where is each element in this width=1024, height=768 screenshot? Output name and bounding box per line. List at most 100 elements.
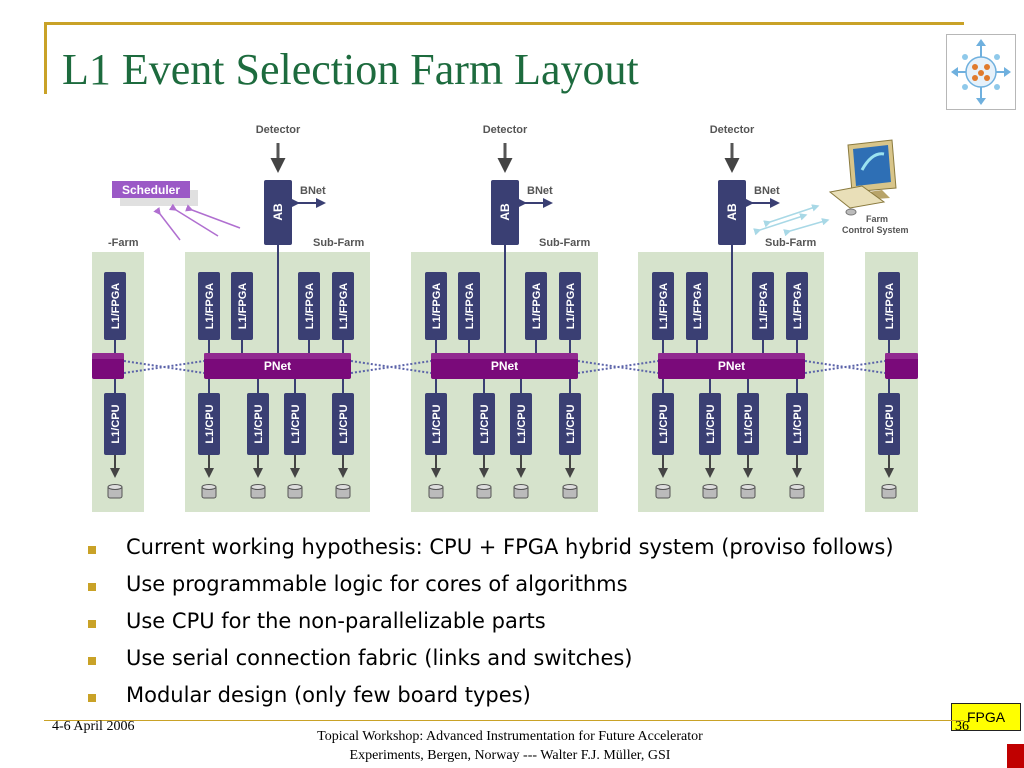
farm-control-label: Control System xyxy=(842,225,909,235)
subfarm-label: Sub-Farm xyxy=(765,237,817,249)
monitor-screen xyxy=(853,145,891,186)
storage-disk-top xyxy=(562,484,578,490)
storage-disk-top xyxy=(476,484,492,490)
cpu-label: L1/CPU xyxy=(431,404,443,443)
ab-node xyxy=(491,180,519,245)
fpga-label: L1/FPGA xyxy=(565,283,577,330)
cpu-node xyxy=(284,393,306,455)
mouse xyxy=(845,208,857,216)
pnet-highlight xyxy=(431,353,578,359)
cpu-label: L1/CPU xyxy=(516,404,528,443)
cpu-label: L1/CPU xyxy=(658,404,670,443)
cpu-node xyxy=(699,393,721,455)
detector-label: Detector xyxy=(483,124,528,136)
bnet-label: BNet xyxy=(754,185,780,197)
fpga-label: L1/FPGA xyxy=(792,283,804,330)
detector-label: Detector xyxy=(710,124,755,136)
cpu-node xyxy=(878,393,900,455)
scheduler-label: Scheduler xyxy=(122,183,180,197)
cpu-node xyxy=(652,393,674,455)
storage-disk-top xyxy=(335,484,351,490)
ab-node xyxy=(718,180,746,245)
fpga-label: L1/FPGA xyxy=(884,283,896,330)
fpga-node xyxy=(752,272,774,340)
fpga-label: L1/FPGA xyxy=(758,283,770,330)
bullet-square-icon xyxy=(88,620,96,628)
pnet-highlight xyxy=(92,353,124,359)
cpu-label: L1/CPU xyxy=(253,404,265,443)
bullet-square-icon xyxy=(88,694,96,702)
cpu-node xyxy=(559,393,581,455)
fpga-label: L1/FPGA xyxy=(658,283,670,330)
bullet-item: Modular design (only few board types) xyxy=(88,683,1008,720)
fpga-node xyxy=(686,272,708,340)
fpga-node xyxy=(104,272,126,340)
fpga-node xyxy=(652,272,674,340)
page-number: 36 xyxy=(955,719,969,734)
bullet-item: Use programmable logic for cores of algo… xyxy=(88,572,1008,609)
storage-disk-top xyxy=(428,484,444,490)
bullet-square-icon xyxy=(88,657,96,665)
fpga-label: L1/FPGA xyxy=(531,283,543,330)
storage-disk-top xyxy=(107,484,123,490)
pnet-highlight xyxy=(885,353,918,359)
storage-disk-top xyxy=(789,484,805,490)
pnet-interlink xyxy=(350,360,432,374)
storage-disk-top xyxy=(201,484,217,490)
bnet-label: BNet xyxy=(527,185,553,197)
pnet-switch xyxy=(885,353,918,379)
left-rule xyxy=(44,22,47,94)
bullet-item: Use CPU for the non-parallelizable parts xyxy=(88,609,1008,646)
detector-label: Detector xyxy=(256,124,301,136)
cpu-node xyxy=(473,393,495,455)
pnet-interlink xyxy=(804,360,886,374)
cpu-node xyxy=(247,393,269,455)
fpga-label: L1/FPGA xyxy=(110,283,122,330)
storage-disk-top xyxy=(881,484,897,490)
scheduler-arrow xyxy=(153,206,181,241)
storage-disk-top xyxy=(702,484,718,490)
cpu-label: L1/CPU xyxy=(110,404,122,443)
cpu-node xyxy=(786,393,808,455)
cpu-node xyxy=(198,393,220,455)
cpu-node xyxy=(332,393,354,455)
fpga-label: L1/FPGA xyxy=(204,283,216,330)
fpga-node xyxy=(425,272,447,340)
cpu-node xyxy=(737,393,759,455)
ab-label: AB xyxy=(498,203,512,221)
bullet-text: Modular design (only few board types) xyxy=(126,683,531,707)
fpga-label: L1/FPGA xyxy=(431,283,443,330)
fpga-node xyxy=(786,272,808,340)
cpu-label: L1/CPU xyxy=(479,404,491,443)
corner-marker xyxy=(1007,744,1024,768)
cpu-label: L1/CPU xyxy=(338,404,350,443)
cpu-label: L1/CPU xyxy=(884,404,896,443)
footer-citation-line2: Experiments, Bergen, Norway --- Walter F… xyxy=(349,748,671,763)
pnet-label: PNet xyxy=(718,359,745,373)
pnet-interlink xyxy=(123,360,205,374)
cpu-label: L1/CPU xyxy=(743,404,755,443)
storage-disk-top xyxy=(655,484,671,490)
control-arrow xyxy=(763,204,820,228)
cpu-label: L1/CPU xyxy=(792,404,804,443)
farm-control-label: Farm xyxy=(866,214,888,224)
fpga-label: L1/FPGA xyxy=(464,283,476,330)
bullet-item: Use serial connection fabric (links and … xyxy=(88,646,1008,683)
cpu-node xyxy=(510,393,532,455)
pnet-switch xyxy=(431,353,578,379)
footer-citation-line1: Topical Workshop: Advanced Instrumentati… xyxy=(317,729,703,744)
fpga-label: L1/FPGA xyxy=(692,283,704,330)
ab-label: AB xyxy=(725,203,739,221)
subfarm-label: -Farm xyxy=(108,237,139,249)
fpga-label: L1/FPGA xyxy=(237,283,249,330)
fpga-badge: FPGA xyxy=(951,703,1021,731)
cpu-label: L1/CPU xyxy=(705,404,717,443)
bullet-text: Use CPU for the non-parallelizable parts xyxy=(126,609,546,633)
pnet-highlight xyxy=(204,353,351,359)
ab-label: AB xyxy=(271,203,285,221)
bullet-text: Use programmable logic for cores of algo… xyxy=(126,572,628,596)
fpga-node xyxy=(198,272,220,340)
computer-icon xyxy=(828,139,897,216)
screen-glyph xyxy=(860,152,885,171)
